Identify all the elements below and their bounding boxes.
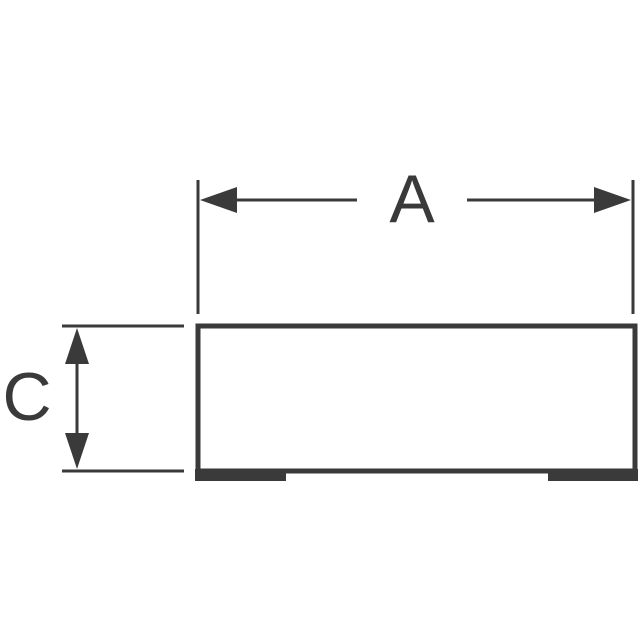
component-body <box>195 323 638 474</box>
arrowhead-a-right <box>594 187 631 213</box>
terminal-pad-right <box>548 469 638 481</box>
arrowhead-a-left <box>200 187 237 213</box>
dimension-label-c: C <box>2 359 51 435</box>
terminal-pad-left <box>195 469 286 481</box>
dimension-label-a: A <box>389 161 435 237</box>
arrowhead-c-bottom <box>65 433 89 469</box>
arrowhead-c-top <box>65 328 89 364</box>
